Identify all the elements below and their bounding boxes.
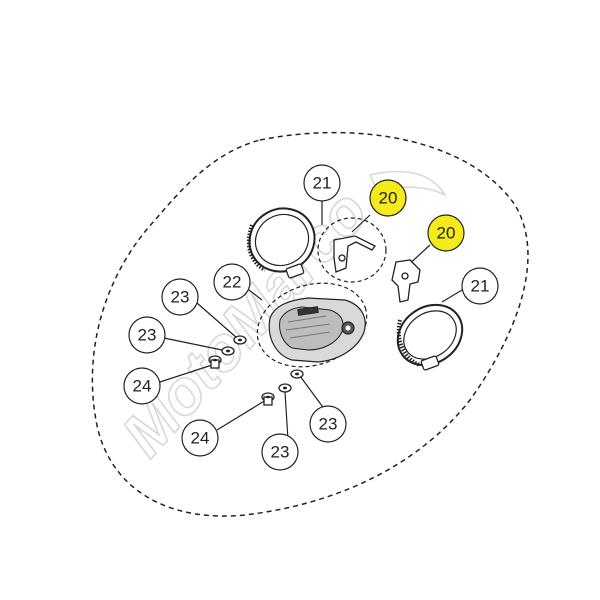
callout-21-lower: 21 — [461, 267, 499, 305]
callout-circle — [181, 419, 219, 457]
callout-circle-highlighted — [369, 179, 407, 217]
callout-label: 23 — [171, 288, 190, 307]
washer-2 — [221, 346, 235, 356]
callout-label: 21 — [471, 277, 490, 296]
callout-label: 23 — [319, 415, 338, 434]
callout-circle — [213, 263, 251, 301]
washer-3 — [278, 383, 292, 393]
callout-label: 20 — [379, 189, 398, 208]
callout-23-a: 23 — [161, 278, 199, 316]
callout-label: 24 — [133, 377, 152, 396]
callout-24-b: 24 — [181, 419, 219, 457]
callout-24-a: 24 — [123, 367, 161, 405]
bracket-right — [391, 259, 421, 303]
exhaust-cover — [268, 297, 366, 363]
callout-circle — [261, 433, 299, 471]
screw-2 — [261, 392, 275, 406]
callout-label: 21 — [313, 174, 332, 193]
callout-label: 23 — [138, 326, 157, 345]
hose-clamp-lower — [396, 303, 464, 371]
callout-circle — [161, 278, 199, 316]
washer-4 — [290, 369, 304, 379]
callout-label: 20 — [437, 224, 456, 243]
hose-clamp-upper — [246, 207, 316, 279]
callout-20-right: 20 — [427, 214, 465, 252]
callout-circle-highlighted — [427, 214, 465, 252]
callout-label: 24 — [191, 429, 210, 448]
callout-21-upper: 21 — [303, 164, 341, 202]
callout-circle — [309, 405, 347, 443]
callout-23-b: 23 — [128, 316, 166, 354]
callout-23-d: 23 — [309, 405, 347, 443]
assembly-boundary — [91, 131, 529, 517]
callout-23-c: 23 — [261, 433, 299, 471]
bracket-group-boundary — [317, 217, 387, 283]
callout-circle — [128, 316, 166, 354]
callout-circle — [303, 164, 341, 202]
callout-20-left: 20 — [369, 179, 407, 217]
screw-1 — [208, 355, 222, 369]
washer-1 — [233, 335, 247, 345]
callout-label: 23 — [271, 443, 290, 462]
callout-circle — [461, 267, 499, 305]
callout-22: 22 — [213, 263, 251, 301]
callout-label: 22 — [223, 273, 242, 292]
leader-lines — [159, 201, 463, 441]
callout-circle — [123, 367, 161, 405]
bracket-left — [333, 235, 376, 273]
cover-group-boundary — [256, 282, 368, 368]
